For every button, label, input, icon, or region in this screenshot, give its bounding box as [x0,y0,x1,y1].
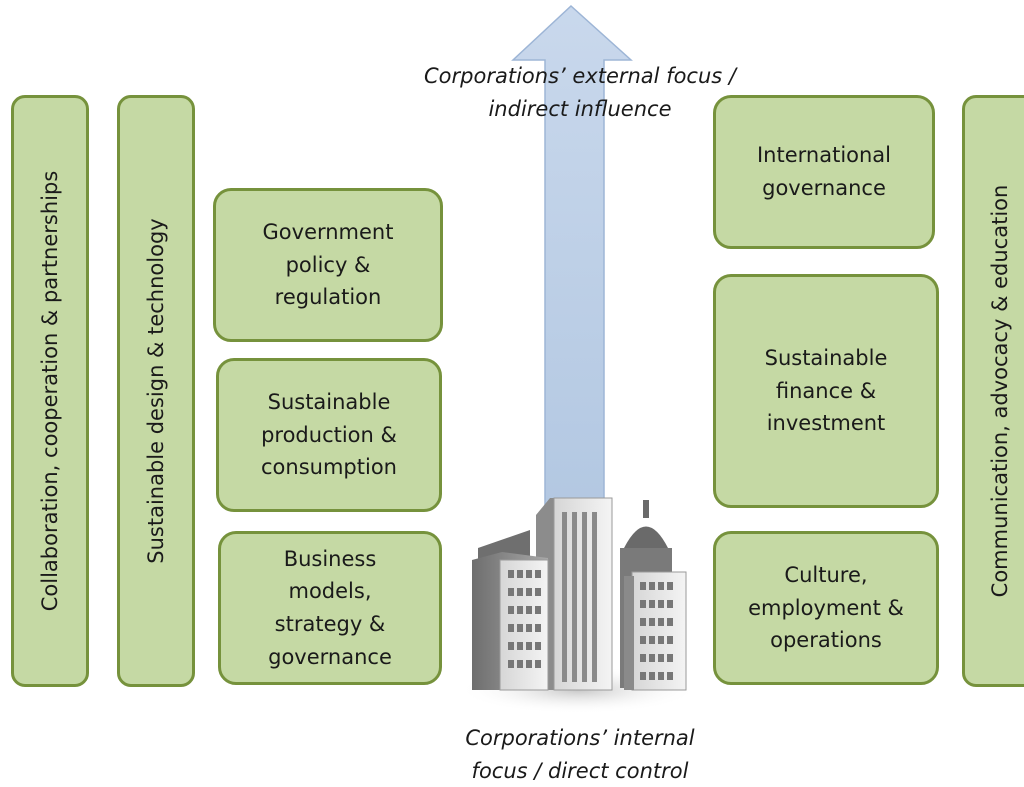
pillar-communication-label: Communication, advocacy & education [988,184,1012,598]
box-sustainable-finance: Sustainable finance & investment [713,274,939,508]
pillar-collaboration: Collaboration, cooperation & partnership… [11,95,89,687]
pillar-sustainable-design-label: Sustainable design & technology [144,218,168,564]
box-culture-employment: Culture, employment & operations [713,531,939,685]
pillar-sustainable-design: Sustainable design & technology [117,95,195,687]
pillar-collaboration-label: Collaboration, cooperation & partnership… [38,170,62,612]
city-buildings-icon [458,497,698,714]
box-government-policy: Government policy & regulation [213,188,443,342]
box-business-models: Business models, strategy & governance [218,531,442,685]
bottom-caption: Corporations’ internal focus / direct co… [465,726,695,783]
box-sustainable-production: Sustainable production & consumption [216,358,442,512]
top-caption: Corporations’ external focus / indirect … [424,64,736,121]
pillar-communication: Communication, advocacy & education [962,95,1024,687]
box-international-governance: International governance [713,95,935,249]
